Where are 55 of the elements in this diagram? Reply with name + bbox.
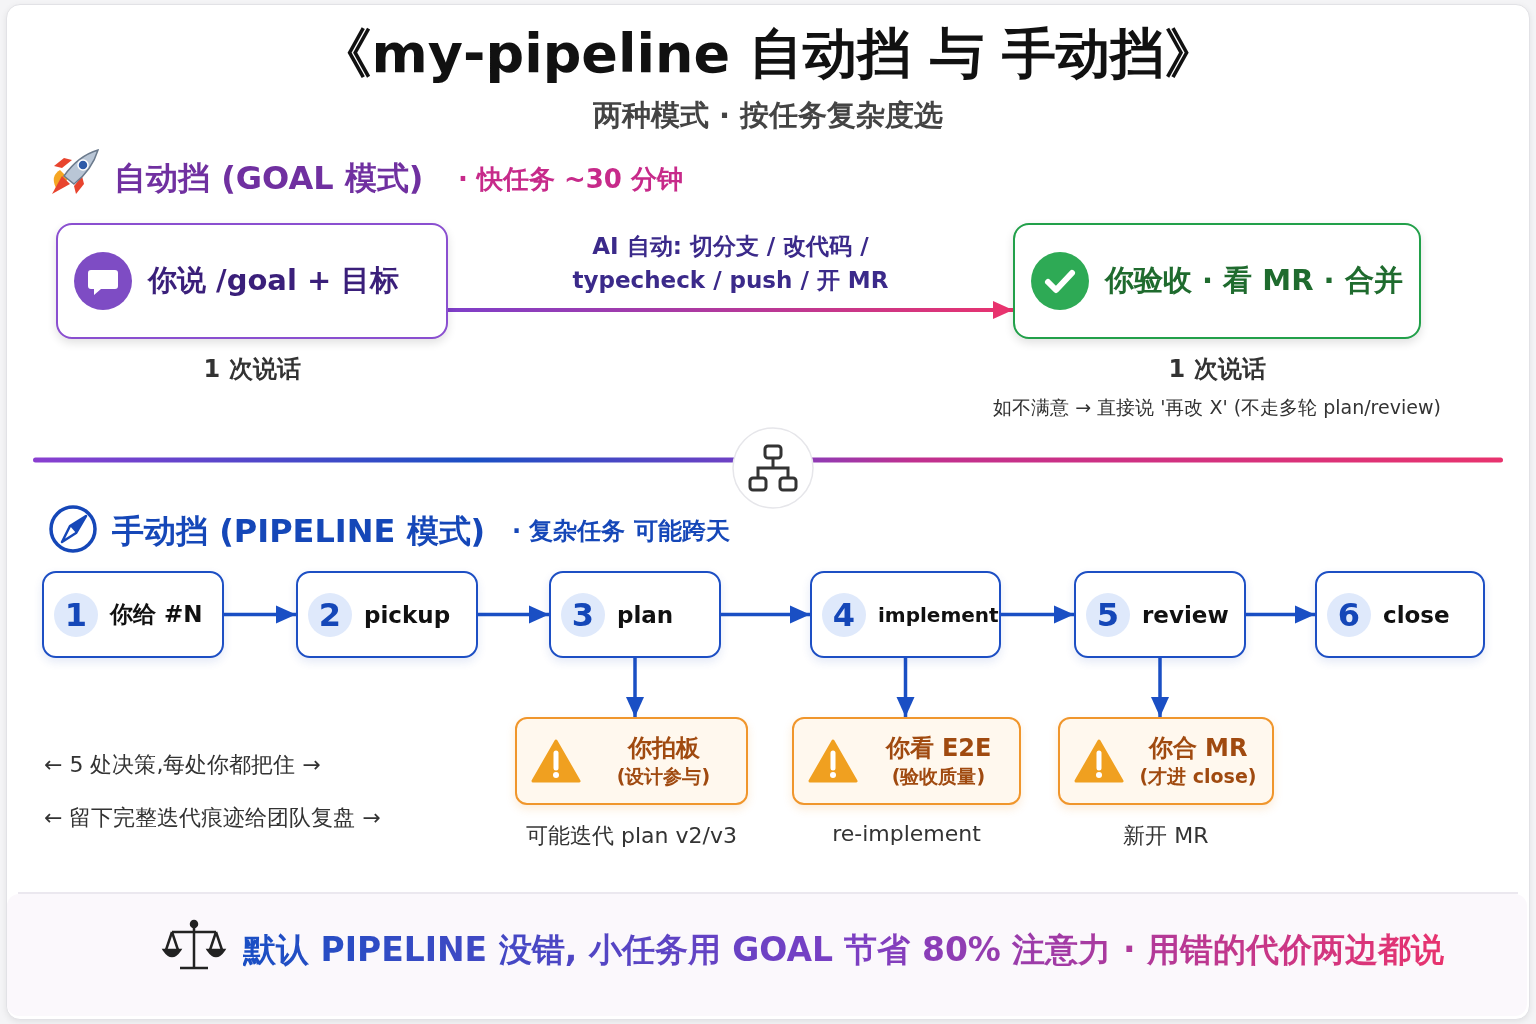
action-box xyxy=(56,223,448,339)
node-caption: 新开 MR xyxy=(1122,822,1210,850)
step-box xyxy=(810,571,1001,658)
step-number: 3 xyxy=(561,592,605,637)
step-box xyxy=(549,571,721,658)
arrow xyxy=(721,605,810,624)
decision-box xyxy=(515,717,748,805)
step-box xyxy=(296,571,478,658)
step-label: plan xyxy=(617,601,674,628)
arrow xyxy=(448,301,1013,319)
note-text: ← 留下完整迭代痕迹给团队复盘 → xyxy=(44,804,381,832)
node-label: 你验收 · 看 MR · 合并 xyxy=(1105,262,1403,299)
section-heading: 手动挡 (PIPELINE 模式) xyxy=(112,511,486,552)
section-subheading: · 复杂任务 可能跨天 xyxy=(512,516,730,547)
node-label: 你说 /goal + 目标 xyxy=(148,262,400,299)
step-box xyxy=(1074,571,1246,658)
step-number: 5 xyxy=(1086,592,1130,637)
arrow xyxy=(478,605,549,624)
step-box xyxy=(42,571,224,658)
step-number: 1 xyxy=(54,592,98,637)
decision-box xyxy=(1058,717,1274,805)
node-caption: 可能迭代 plan v2/v3 xyxy=(525,822,738,850)
decision-title: 你合 MR xyxy=(1148,733,1248,764)
step-number: 2 xyxy=(308,592,352,637)
node-caption: 1 次说话 xyxy=(1167,354,1267,385)
decision-note: (才进 close) xyxy=(1139,764,1257,789)
note-text: ← 5 处决策,每处你都把住 → xyxy=(44,751,321,779)
decision-title: 你看 E2E xyxy=(885,733,992,764)
decision-title: 你拍板 xyxy=(627,733,700,764)
arrow xyxy=(626,658,644,717)
step-box xyxy=(1315,571,1485,658)
step-number: 4 xyxy=(822,592,866,637)
decision-note: (设计参与) xyxy=(616,764,711,789)
edge-label: AI 自动: 切分支 / 改代码 / typecheck / push / 开 MR xyxy=(571,232,890,295)
decision-note: (验收质量) xyxy=(891,764,986,789)
decision-box xyxy=(792,717,1021,805)
arrow xyxy=(896,658,915,717)
step-label: 你给 #N xyxy=(110,600,203,629)
action-box xyxy=(1013,223,1421,339)
arrow xyxy=(1001,605,1074,624)
step-label: pickup xyxy=(364,601,451,628)
step-label: review xyxy=(1142,601,1229,628)
title: 《my-pipeline 自动挡 与 手动挡》 xyxy=(316,21,1220,87)
node-caption: re-implement xyxy=(831,821,982,846)
section-heading: 自动挡 (GOAL 模式) xyxy=(114,158,424,199)
arrow xyxy=(1246,605,1315,624)
arrow xyxy=(1151,658,1169,717)
section-subheading: · 快任务 ~30 分钟 xyxy=(458,163,683,196)
step-label: close xyxy=(1383,601,1450,628)
node-caption: 1 次说话 xyxy=(202,354,302,385)
step-number: 6 xyxy=(1327,592,1371,637)
node-caption: 如不满意 → 直接说 '再改 X' (不走多轮 plan/review) xyxy=(992,395,1442,420)
step-label: implement xyxy=(878,602,999,627)
arrow xyxy=(224,605,296,624)
subtitle: 两种模式 · 按任务复杂度选 xyxy=(591,97,945,134)
